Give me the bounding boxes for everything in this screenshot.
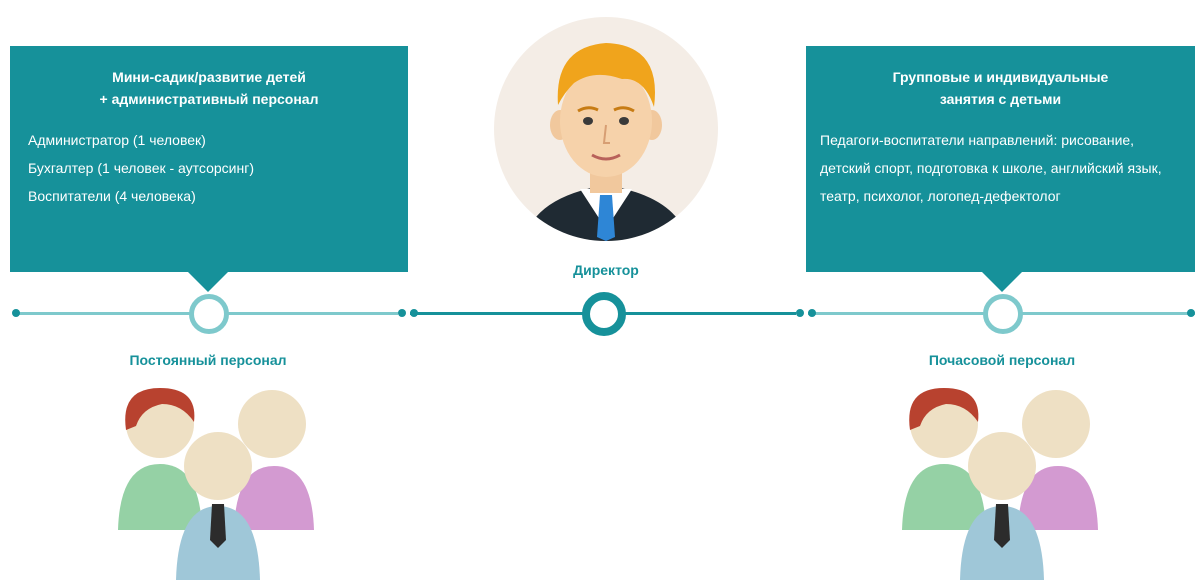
director-avatar-icon xyxy=(494,17,718,241)
director-label: Директор xyxy=(573,262,639,278)
timeline-node-director xyxy=(582,292,626,336)
timeline-dot xyxy=(12,309,20,317)
timeline-dot xyxy=(808,309,816,317)
timeline-dot xyxy=(796,309,804,317)
staff-group-icon xyxy=(896,380,1106,580)
hourly-staff-box-title: Групповые и индивидуальные занятия с дет… xyxy=(892,69,1109,107)
permanent-staff-callout: Мини-садик/развитие детей + администрати… xyxy=(10,46,408,292)
permanent-staff-label: Постоянный персонал xyxy=(129,352,287,368)
hourly-staff-label: Почасовой персонал xyxy=(928,352,1076,368)
permanent-staff-box-title: Мини-садик/развитие детей + администрати… xyxy=(99,69,319,107)
hourly-staff-callout: Групповые и индивидуальные занятия с дет… xyxy=(806,46,1195,292)
permanent-staff-line: Администратор (1 человек) xyxy=(28,132,206,148)
permanent-staff-line: Воспитатели (4 человека) xyxy=(28,188,196,204)
timeline-node-hourly xyxy=(983,294,1023,334)
staff-group-icon xyxy=(112,380,322,580)
hourly-staff-description: Педагоги-воспитатели направлений: рисова… xyxy=(820,132,1162,204)
timeline-dot xyxy=(410,309,418,317)
timeline-dot xyxy=(398,309,406,317)
permanent-staff-line: Бухгалтер (1 человек - аутсорсинг) xyxy=(28,160,254,176)
timeline-node-permanent xyxy=(189,294,229,334)
timeline-dot xyxy=(1187,309,1195,317)
